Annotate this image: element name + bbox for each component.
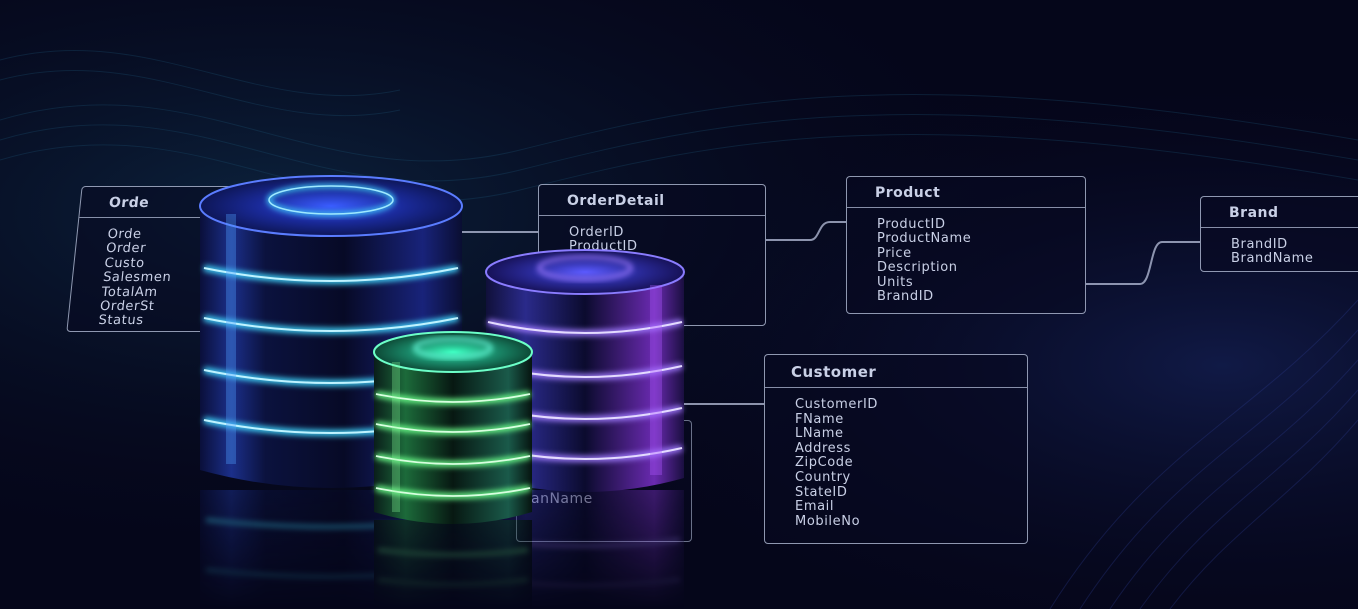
- customer-field: MobileNo: [795, 514, 861, 529]
- product-field: BrandID: [877, 290, 934, 305]
- orders-field: OrderSt: [99, 300, 156, 315]
- customer-table-title: Customer: [765, 355, 1027, 388]
- orders-field: Orde: [106, 228, 143, 242]
- product-field: ProductName: [877, 232, 972, 247]
- customer-field: Country: [795, 470, 851, 485]
- brand-table-card: Brand BrandID BrandName: [1200, 196, 1358, 272]
- orders-field: Salesmen: [102, 271, 173, 286]
- product-field: Description: [877, 261, 958, 276]
- customer-table-card: Customer CustomerID FName LName Address …: [764, 354, 1028, 544]
- orders-field: Order: [105, 242, 147, 257]
- product-table-title: Product: [847, 177, 1085, 208]
- orderdetail-table-title: OrderDetail: [539, 185, 765, 216]
- customer-field: LName: [795, 427, 844, 442]
- brand-table-title: Brand: [1201, 197, 1358, 228]
- customer-field: Email: [795, 500, 835, 515]
- orderdetail-field-list: OrderID ProductID: [539, 216, 765, 255]
- orders-field: TotalAm: [100, 285, 159, 300]
- orders-field: Custo: [103, 256, 146, 271]
- product-field: Price: [877, 246, 912, 261]
- customer-field-list: CustomerID FName LName Address ZipCode C…: [765, 388, 1027, 529]
- product-field: ProductID: [877, 218, 946, 232]
- orders-field-list: Orde Order Custo Salesmen TotalAm OrderS…: [68, 218, 228, 329]
- partially-hidden-table-card: anName: [516, 420, 692, 542]
- customer-field: ZipCode: [795, 456, 854, 471]
- brand-field: BrandID: [1231, 238, 1288, 252]
- customer-field: StateID: [795, 485, 848, 500]
- customer-field: FName: [795, 412, 844, 427]
- customer-field: CustomerID: [795, 398, 878, 412]
- orders-field: Status: [97, 314, 145, 329]
- brand-field: BrandName: [1231, 252, 1314, 267]
- orderdetail-table-card: OrderDetail OrderID ProductID: [538, 184, 766, 326]
- orders-table-title: Orde: [79, 187, 231, 218]
- orderdetail-field: ProductID: [569, 240, 638, 255]
- brand-field-list: BrandID BrandName: [1201, 228, 1358, 267]
- orders-table-card: Orde Orde Order Custo Salesmen TotalAm O…: [66, 186, 232, 332]
- partially-hidden-field: anName: [531, 491, 593, 507]
- product-table-card: Product ProductID ProductName Price Desc…: [846, 176, 1086, 314]
- product-field-list: ProductID ProductName Price Description …: [847, 208, 1085, 304]
- product-field: Units: [877, 275, 914, 290]
- customer-field: Address: [795, 441, 851, 456]
- orderdetail-field: OrderID: [569, 226, 624, 240]
